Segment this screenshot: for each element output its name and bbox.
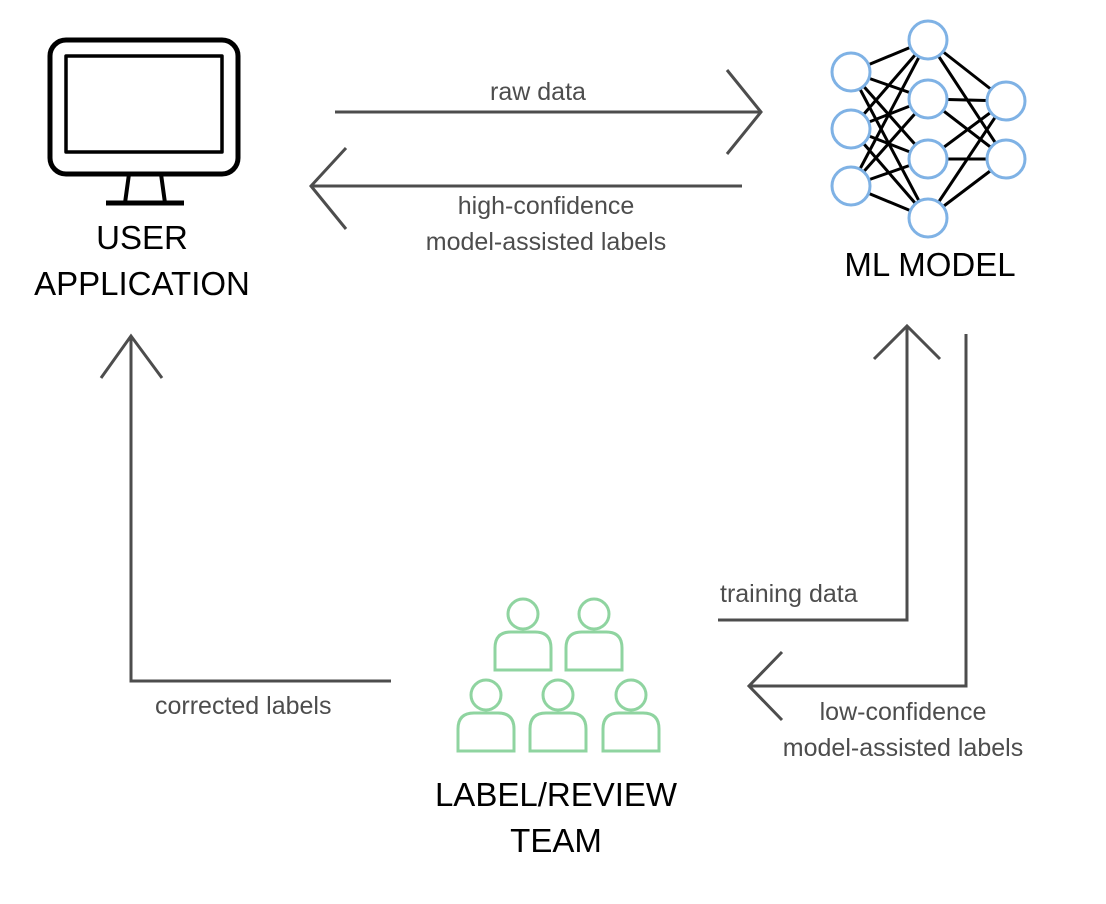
node-label-review-team: LABEL/REVIEW TEAM <box>406 772 706 864</box>
neuron <box>907 19 949 61</box>
high-confidence-arrow <box>309 146 742 230</box>
user-application-line2: APPLICATION <box>34 265 250 302</box>
neuron <box>830 108 872 150</box>
low-confidence-label: low-confidence model-assisted labels <box>753 694 1053 766</box>
high-confidence-line2: model-assisted labels <box>425 228 667 256</box>
node-user-application: USER APPLICATION <box>22 215 262 307</box>
monitor-icon <box>47 37 241 206</box>
neural-network-icon <box>830 19 1027 239</box>
corrected-labels-label: corrected labels <box>155 692 332 720</box>
neuron <box>830 51 872 93</box>
user-application-line1: USER <box>96 219 188 256</box>
label-review-team-line2: TEAM <box>510 822 602 859</box>
training-data-label: training data <box>720 580 858 608</box>
neuron <box>907 138 949 180</box>
low-confidence-arrow <box>746 334 968 722</box>
person-icon <box>493 597 553 672</box>
neuron <box>830 165 872 207</box>
neuron <box>985 80 1027 122</box>
person-icon <box>601 678 661 753</box>
neuron <box>907 197 949 239</box>
person-icon <box>528 678 588 753</box>
neuron <box>907 78 949 120</box>
corrected-labels-arrow <box>99 333 391 683</box>
node-ml-model: ML MODEL <box>810 242 1050 288</box>
training-data-arrow <box>718 323 942 622</box>
label-review-team-line1: LABEL/REVIEW <box>434 776 678 813</box>
high-confidence-label: high-confidence model-assisted labels <box>396 188 696 260</box>
raw-data-label: raw data <box>490 78 586 106</box>
person-icon <box>456 678 516 753</box>
low-confidence-line1: low-confidence <box>819 698 987 726</box>
person-icon <box>564 597 624 672</box>
high-confidence-line1: high-confidence <box>457 192 635 220</box>
raw-data-arrow <box>335 69 763 155</box>
low-confidence-line2: model-assisted labels <box>782 734 1024 762</box>
neuron <box>985 138 1027 180</box>
ml-model-label: ML MODEL <box>844 246 1016 283</box>
people-group-icon <box>456 597 661 753</box>
